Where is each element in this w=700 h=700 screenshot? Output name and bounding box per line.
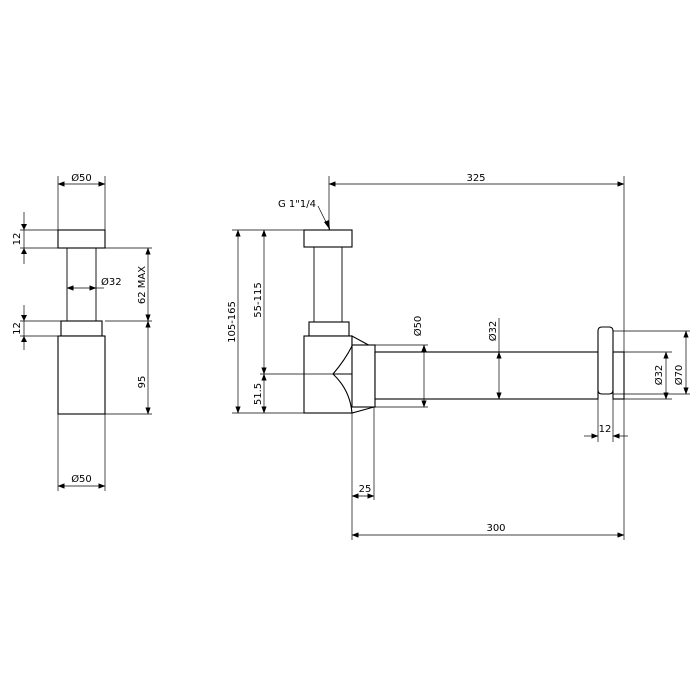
front-outlet-height-label: 51.5 xyxy=(253,383,264,405)
front-total-height-label: 105-165 xyxy=(227,301,238,343)
side-bottom-diameter-label: Ø50 xyxy=(71,473,92,485)
front-overall-length-label: 325 xyxy=(466,173,485,184)
side-top-cap xyxy=(57,229,106,249)
side-top-diameter-label: Ø50 xyxy=(71,172,92,184)
front-wall-flange xyxy=(597,326,614,395)
front-horizontal-pipe xyxy=(374,351,599,400)
front-top-cap xyxy=(303,229,353,248)
front-outlet-offset-label: 25 xyxy=(359,484,372,495)
front-collar xyxy=(308,321,350,337)
front-thread-label: G 1"1/4 xyxy=(278,199,316,210)
side-stem-diameter-label: Ø32 xyxy=(101,276,122,288)
front-view: G 1"1/4 325 105-165 55-115 51.5 25 300 Ø… xyxy=(227,173,690,540)
front-flange-spigot xyxy=(612,351,625,400)
front-pipe-diameter-label: Ø32 xyxy=(487,321,499,342)
front-body-diameter-label: Ø50 xyxy=(412,316,424,337)
side-cap-height-label: 12 xyxy=(12,233,23,246)
side-stem-height-label: 62 MAX xyxy=(137,266,148,304)
side-view: Ø50 Ø50 12 12 Ø32 62 MAX 95 xyxy=(12,172,152,491)
side-collar xyxy=(60,320,103,337)
front-flange-thickness-label: 12 xyxy=(599,424,612,435)
front-flange-inner-diameter-label: Ø32 xyxy=(653,365,665,386)
front-flange-outer-diameter-label: Ø70 xyxy=(673,365,685,386)
side-body-height-label: 95 xyxy=(137,376,148,389)
front-pipe-length-label: 300 xyxy=(486,523,505,534)
side-body xyxy=(57,335,106,415)
side-collar-height-label: 12 xyxy=(12,322,23,335)
front-adjustable-height-label: 55-115 xyxy=(253,282,264,317)
front-outlet-sleeve xyxy=(351,344,376,408)
